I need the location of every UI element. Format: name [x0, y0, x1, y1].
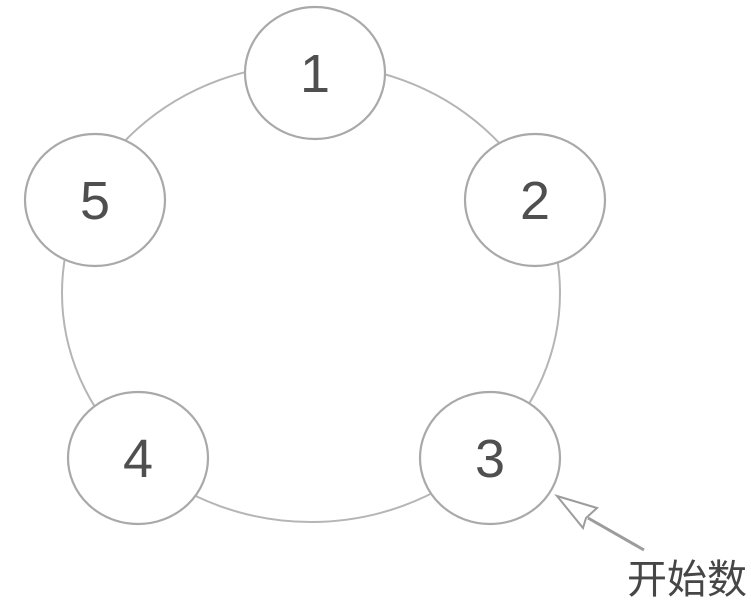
node-label-2: 2 [520, 171, 550, 231]
node-circle-3: 3 [418, 390, 562, 526]
node-circle-outline [66, 390, 210, 526]
node-label-3: 3 [475, 429, 505, 489]
node-label-1: 1 [300, 44, 330, 104]
node-circle-outline [463, 132, 607, 268]
node-circle-1: 1 [243, 5, 387, 141]
start-label: 开始数 [627, 558, 747, 602]
start-arrow [554, 494, 645, 552]
node-circle-outline [418, 390, 562, 526]
node-label-4: 4 [123, 429, 153, 489]
node-circle-2: 2 [463, 132, 607, 268]
node-circle-4: 4 [66, 390, 210, 526]
arrow-head-icon [554, 494, 599, 531]
node-circle-outline [23, 132, 167, 268]
node-circle-outline [243, 5, 387, 141]
arrow-shaft [587, 516, 645, 552]
node-label-5: 5 [80, 171, 110, 231]
node-circle-5: 5 [23, 132, 167, 268]
